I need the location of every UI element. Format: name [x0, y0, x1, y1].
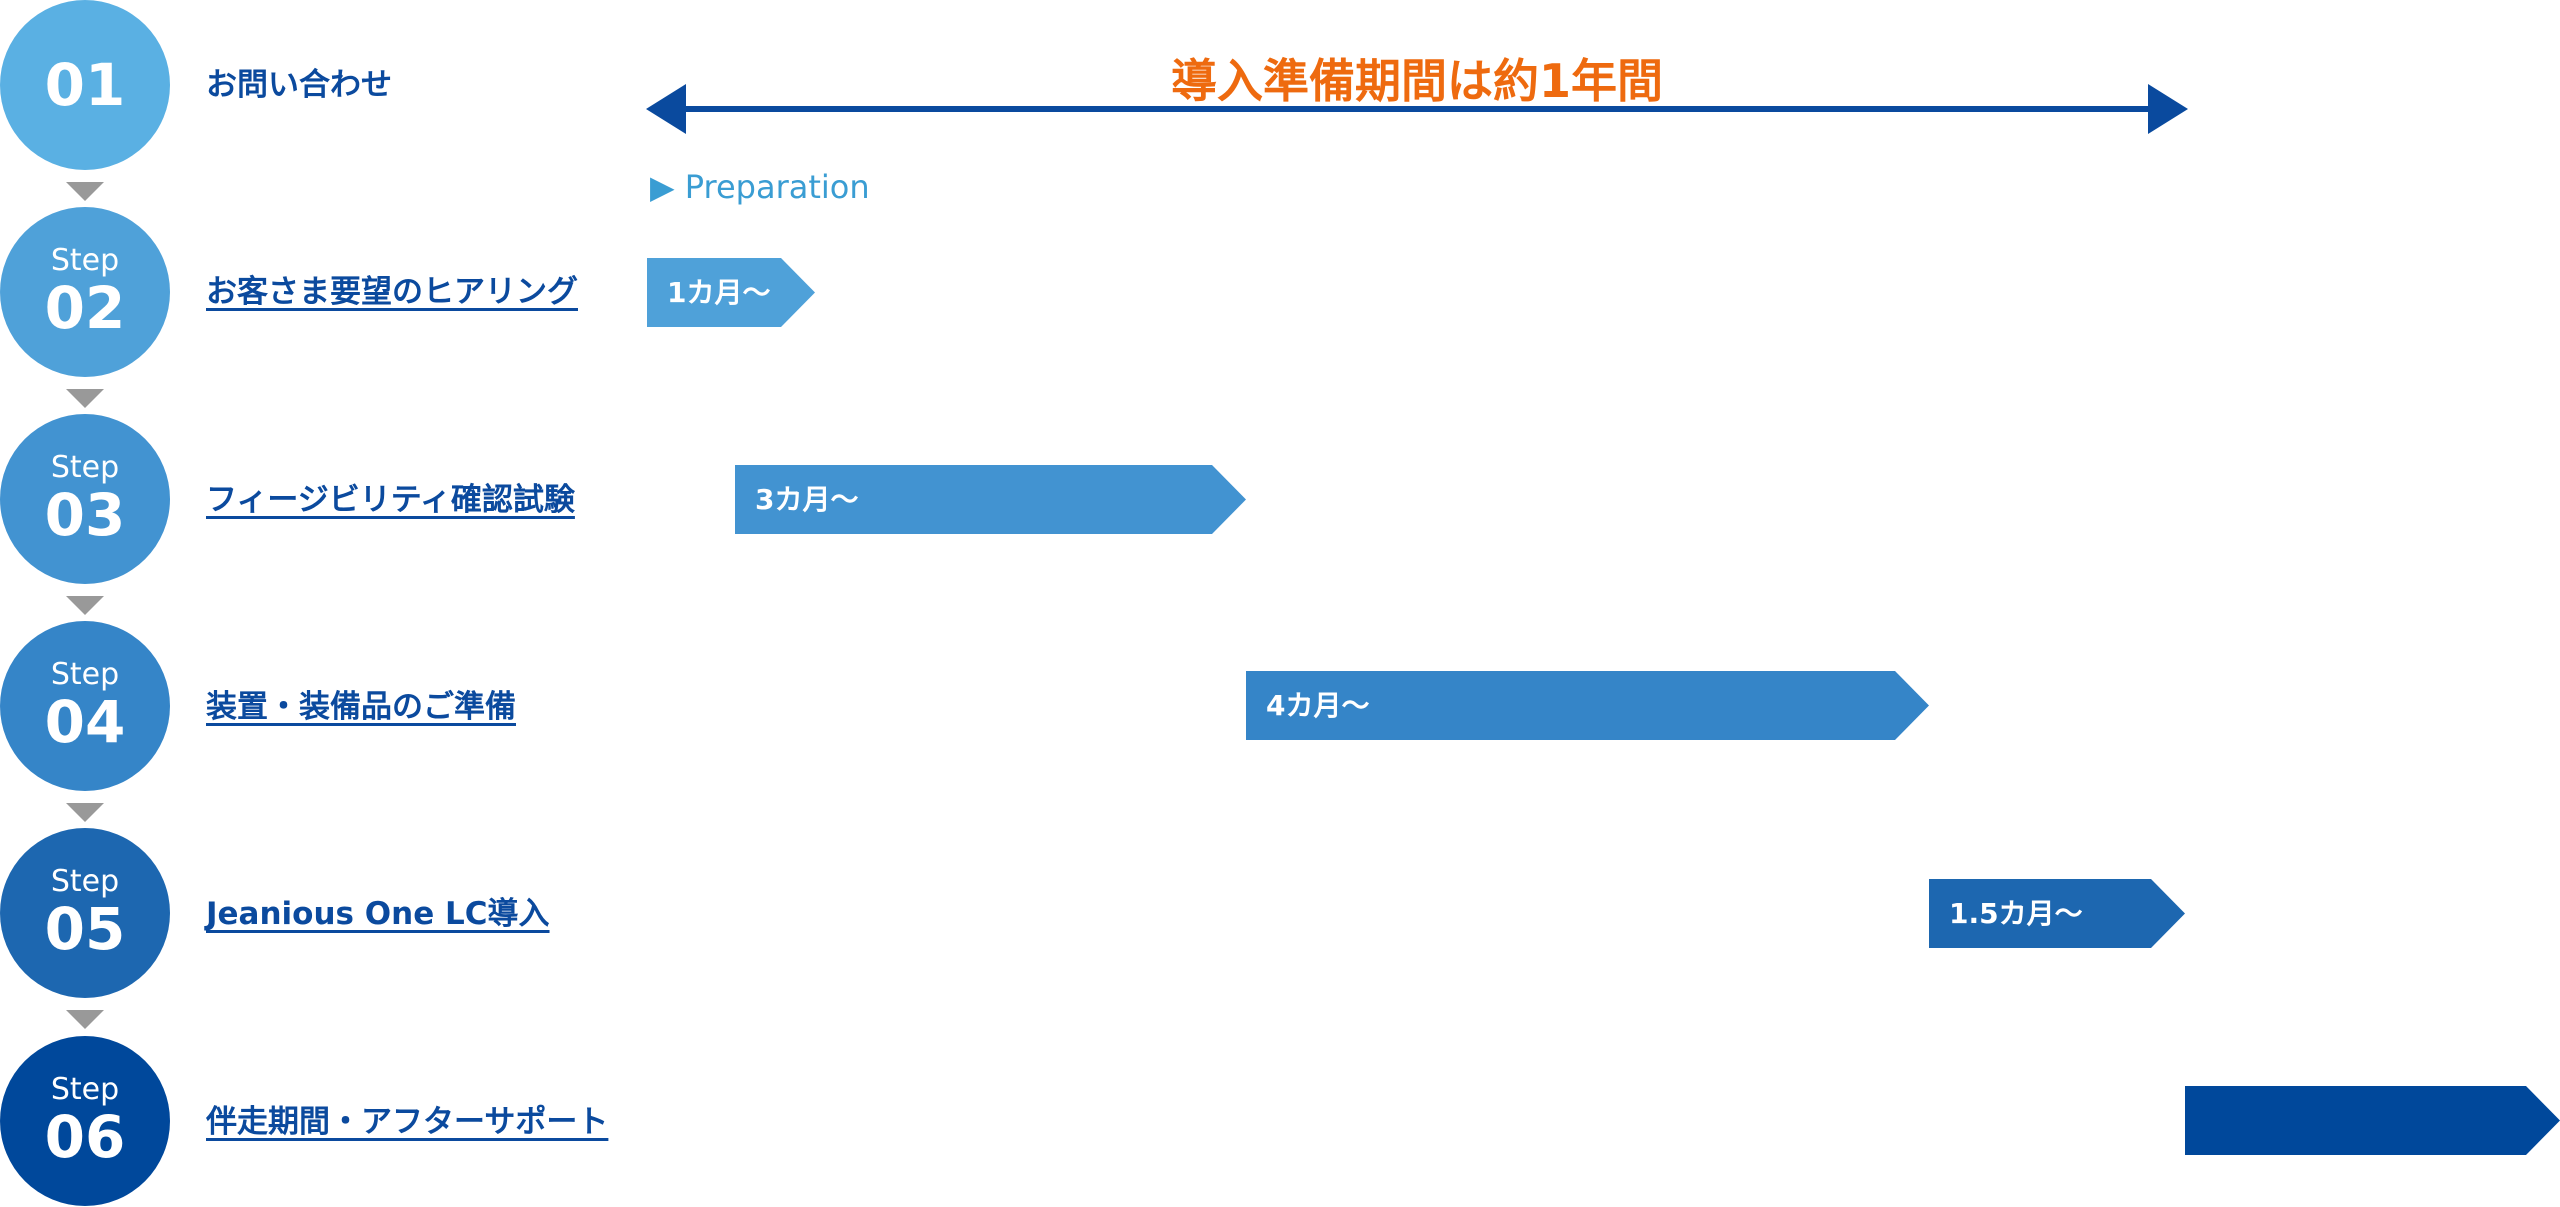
step-number: 06: [44, 1103, 126, 1171]
duration-bar-05: 1.5カ月〜: [1929, 879, 2185, 948]
step-link-feasibility[interactable]: フィージビリティ確認試験: [206, 482, 575, 518]
down-arrow-icon: [66, 182, 104, 201]
step-prefix: Step: [50, 1072, 120, 1107]
step-link-hearing[interactable]: お客さま要望のヒアリング: [206, 274, 578, 310]
step-prefix: Step: [50, 657, 120, 692]
down-arrow-icon: [66, 596, 104, 615]
step-label-inquiry: お問い合わせ: [206, 67, 392, 103]
duration-bar-03: 3カ月〜: [735, 465, 1246, 534]
step-number: 01: [44, 51, 126, 119]
step-link-introduction[interactable]: Jeanious One LC導入: [206, 896, 550, 932]
down-arrow-icon: [66, 389, 104, 408]
step-prefix: Step: [50, 450, 120, 485]
down-arrow-icon: [66, 1010, 104, 1029]
step-circle-01: 01: [0, 0, 170, 170]
play-triangle-icon: ▶: [650, 168, 675, 206]
double-arrow-icon: [646, 84, 2188, 134]
duration-bar-04: 4カ月〜: [1246, 671, 1929, 740]
step-link-support[interactable]: 伴走期間・アフターサポート: [206, 1104, 609, 1140]
step-number: 05: [44, 895, 126, 963]
step-prefix: Step: [50, 243, 120, 278]
step-prefix: Step: [50, 864, 120, 899]
step-number: 04: [44, 688, 126, 756]
section-label: ▶ Preparation: [650, 168, 870, 206]
preparation-period-title: 導入準備期間は約1年間: [1170, 54, 1664, 108]
duration-bar-06: [2185, 1086, 2560, 1155]
duration-bar-02: 1カ月〜: [647, 258, 815, 327]
down-arrow-icon: [66, 803, 104, 822]
step-number: 02: [44, 274, 126, 342]
preparation-label: Preparation: [684, 168, 870, 206]
step-link-equipment[interactable]: 装置・装備品のご準備: [206, 689, 516, 725]
step-number: 03: [44, 481, 126, 549]
